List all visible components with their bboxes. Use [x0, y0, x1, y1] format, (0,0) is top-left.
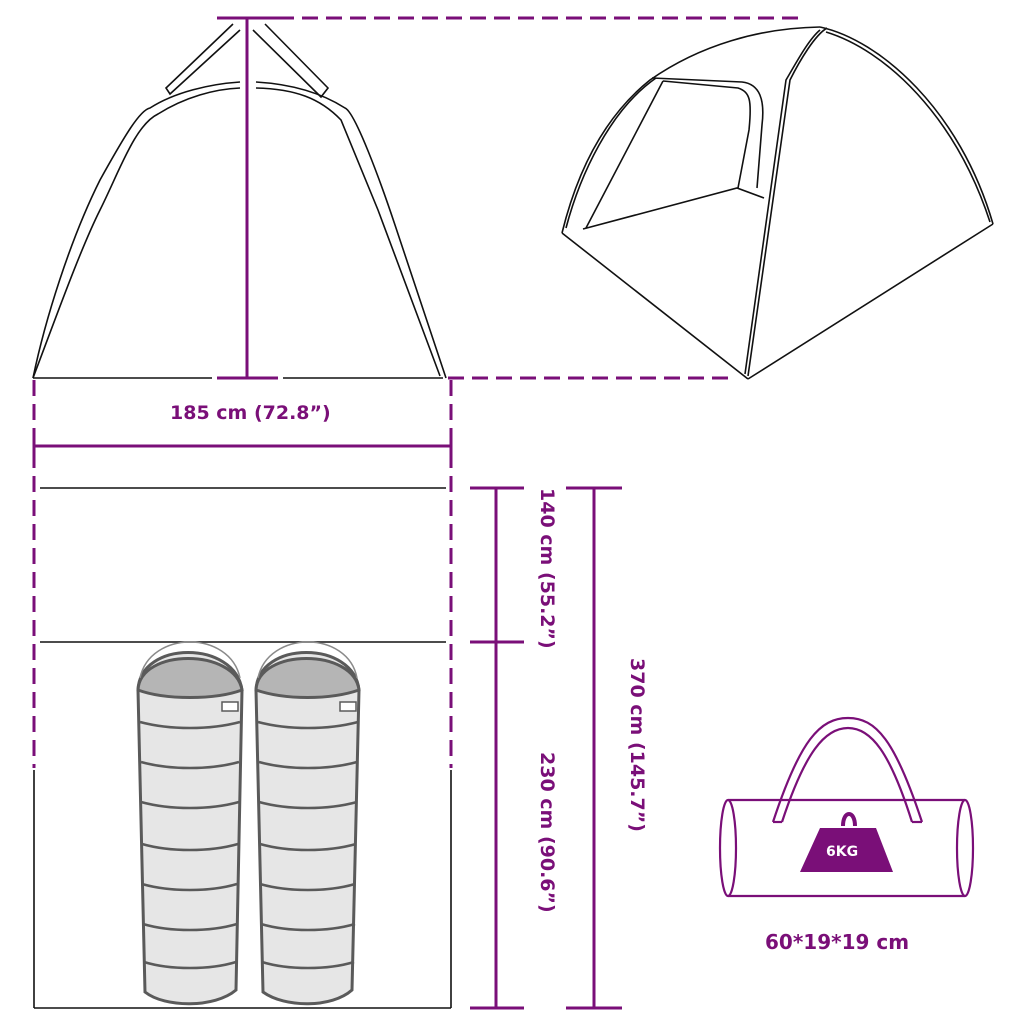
total-length-label: 370 cm (145.7”) [626, 658, 648, 832]
vestibule-length-label: 140 cm (55.2”) [536, 488, 558, 649]
sleeping-bag-right [254, 641, 361, 1006]
weight-label: 6KG [826, 844, 859, 860]
guide-lines [32, 16, 800, 768]
inner-length-label: 230 cm (90.6”) [536, 752, 558, 913]
carry-bag [718, 716, 975, 898]
front-height-marker [217, 16, 278, 380]
sleeping-bag-left [136, 641, 244, 1006]
weight-icon [800, 812, 893, 872]
width-dimension-line [32, 428, 453, 464]
floor-plan [33, 487, 452, 1009]
total-length-dimension-line [566, 486, 622, 1010]
carry-bag-size-label: 60*19*19 cm [765, 930, 910, 954]
width-label: 185 cm (72.8”) [170, 402, 331, 424]
vestibule-inner-dimension-line [470, 486, 524, 1010]
perspective-tent [561, 26, 994, 380]
front-view-tent [32, 23, 447, 379]
